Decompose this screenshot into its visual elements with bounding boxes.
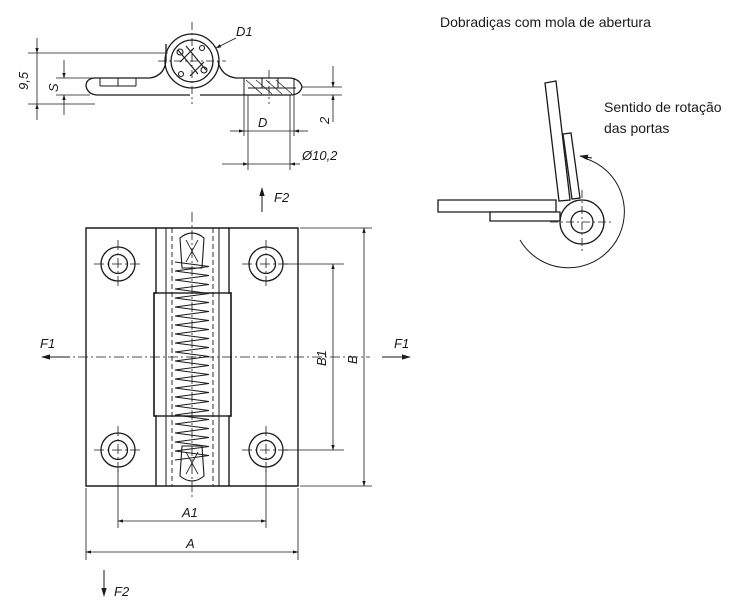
dim-label-d1: D1: [236, 24, 253, 39]
front-view: [85, 227, 299, 487]
rotation-fixed-leaf: [437, 199, 557, 213]
dim-label-b1: B1: [314, 350, 329, 366]
rotation-moving-leaf: [544, 80, 571, 202]
rotation-centerlines: [550, 190, 614, 254]
label-f1-right: F1: [394, 336, 409, 351]
dim-label-s: S: [46, 83, 61, 92]
dim-label-b: B: [345, 355, 360, 364]
side-view-centerlines: [158, 22, 270, 104]
label-f1-left: F1: [40, 336, 55, 351]
dim-label-2: 2: [317, 116, 332, 125]
rotation-caption-line2: das portas: [604, 120, 670, 136]
side-view: [85, 33, 303, 96]
front-view-centerlines: [60, 212, 370, 500]
dim-label-9-5: 9,5: [16, 71, 31, 90]
side-view-right-leaf: [200, 60, 303, 96]
rotation-arrow-head: [579, 154, 593, 160]
rotation-caption-line1: Sentido de rotação: [604, 99, 722, 115]
dim-label-a: A: [185, 536, 195, 551]
label-f2-bottom: F2: [114, 584, 130, 599]
front-view-dimensions: [85, 227, 372, 560]
dim-label-diameter: Ø10,2: [301, 148, 338, 163]
rotation-arc: [519, 157, 625, 269]
rotation-diagram: [437, 80, 625, 269]
side-view-left-leaf: [85, 44, 167, 87]
side-view-dimensions: [28, 37, 342, 170]
force-arrows: [41, 187, 411, 597]
dim-label-a1: A1: [181, 505, 198, 520]
label-f2-top: F2: [274, 190, 290, 205]
front-view-center-knuckle: [153, 292, 232, 417]
diagram-title: Dobradiças com mola de abertura: [440, 14, 651, 30]
dim-label-d: D: [258, 115, 267, 130]
